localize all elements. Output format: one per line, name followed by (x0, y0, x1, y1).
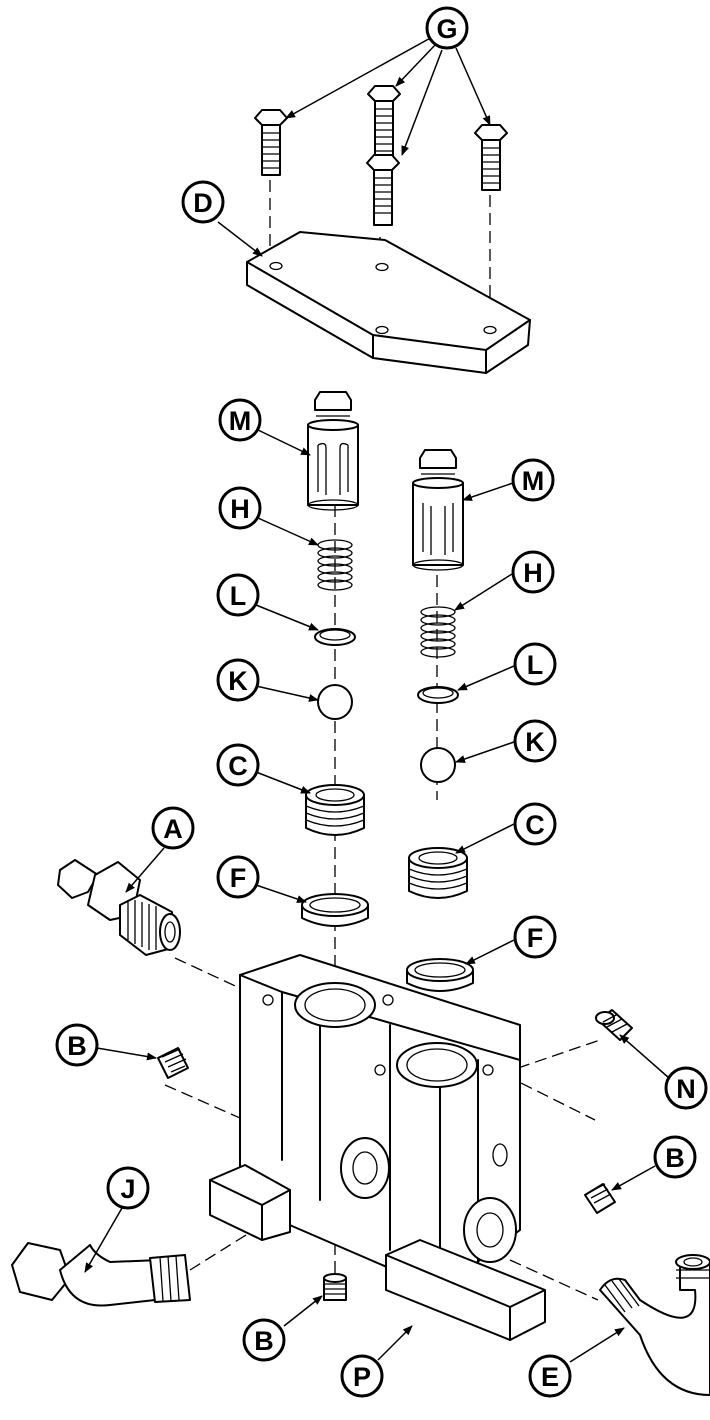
cap-screw (254, 109, 288, 176)
callout-m: M (218, 398, 262, 442)
callout-b: B (55, 1023, 99, 1067)
svg-text:P: P (353, 1362, 371, 1392)
callout-n: N (664, 1066, 708, 1110)
elbow-fitting (599, 1254, 710, 1396)
callout-m: M (511, 458, 555, 502)
callout-f: F (216, 855, 260, 899)
check-ball (317, 684, 353, 720)
set-screw (157, 1047, 189, 1079)
cover-plate (246, 231, 531, 374)
spring (317, 539, 353, 591)
callout-k: K (216, 658, 260, 702)
svg-text:A: A (163, 814, 183, 844)
svg-text:N: N (676, 1074, 696, 1104)
svg-text:G: G (436, 14, 457, 44)
callout-e: E (528, 1354, 572, 1398)
callout-l: L (513, 642, 557, 686)
callout-c: C (513, 802, 557, 846)
set-screw (323, 1273, 347, 1301)
svg-text:L: L (527, 650, 544, 680)
retainer-ring (314, 628, 356, 646)
straight-fitting (57, 859, 181, 956)
callout-h: H (511, 550, 555, 594)
cap-screw (367, 85, 401, 161)
pump-body (209, 954, 546, 1341)
svg-text:H: H (230, 494, 250, 524)
callout-c: C (216, 743, 260, 787)
svg-text:M: M (229, 406, 252, 436)
callout-a: A (151, 806, 195, 850)
check-ball (420, 747, 456, 783)
callout-j: J (106, 1166, 150, 1210)
callout-l: L (216, 573, 260, 617)
spring (420, 606, 456, 658)
svg-text:C: C (525, 810, 545, 840)
callout-g: G (425, 6, 469, 50)
callout-f: F (513, 915, 557, 959)
svg-text:E: E (541, 1362, 559, 1392)
callout-b: B (653, 1135, 697, 1179)
svg-text:F: F (230, 863, 247, 893)
seal (406, 958, 474, 992)
svg-text:K: K (525, 727, 545, 757)
valve-cage (307, 391, 359, 511)
callout-k: K (513, 719, 557, 763)
callout-d: D (181, 180, 225, 224)
plug (595, 1009, 633, 1041)
svg-text:B: B (254, 1326, 274, 1356)
seal (301, 893, 369, 927)
svg-text:B: B (67, 1031, 87, 1061)
cap-screw (474, 124, 508, 191)
svg-text:B: B (665, 1143, 685, 1173)
valve-seat (408, 847, 468, 899)
svg-text:F: F (527, 923, 544, 953)
set-screw (584, 1183, 616, 1214)
cap-screw (366, 154, 400, 226)
valve-seat (305, 784, 365, 836)
svg-text:M: M (522, 466, 545, 496)
svg-text:H: H (523, 558, 543, 588)
callout-b: B (242, 1318, 286, 1362)
svg-text:C: C (228, 751, 248, 781)
svg-text:J: J (120, 1174, 135, 1204)
callout-leaders (84, 35, 670, 1363)
svg-text:D: D (193, 188, 213, 218)
svg-text:L: L (230, 581, 247, 611)
elbow-fitting (11, 1242, 191, 1307)
valve-cage (412, 449, 464, 571)
callout-h: H (218, 486, 262, 530)
callout-p: P (340, 1354, 384, 1398)
svg-text:K: K (228, 666, 248, 696)
retainer-ring (417, 686, 459, 704)
